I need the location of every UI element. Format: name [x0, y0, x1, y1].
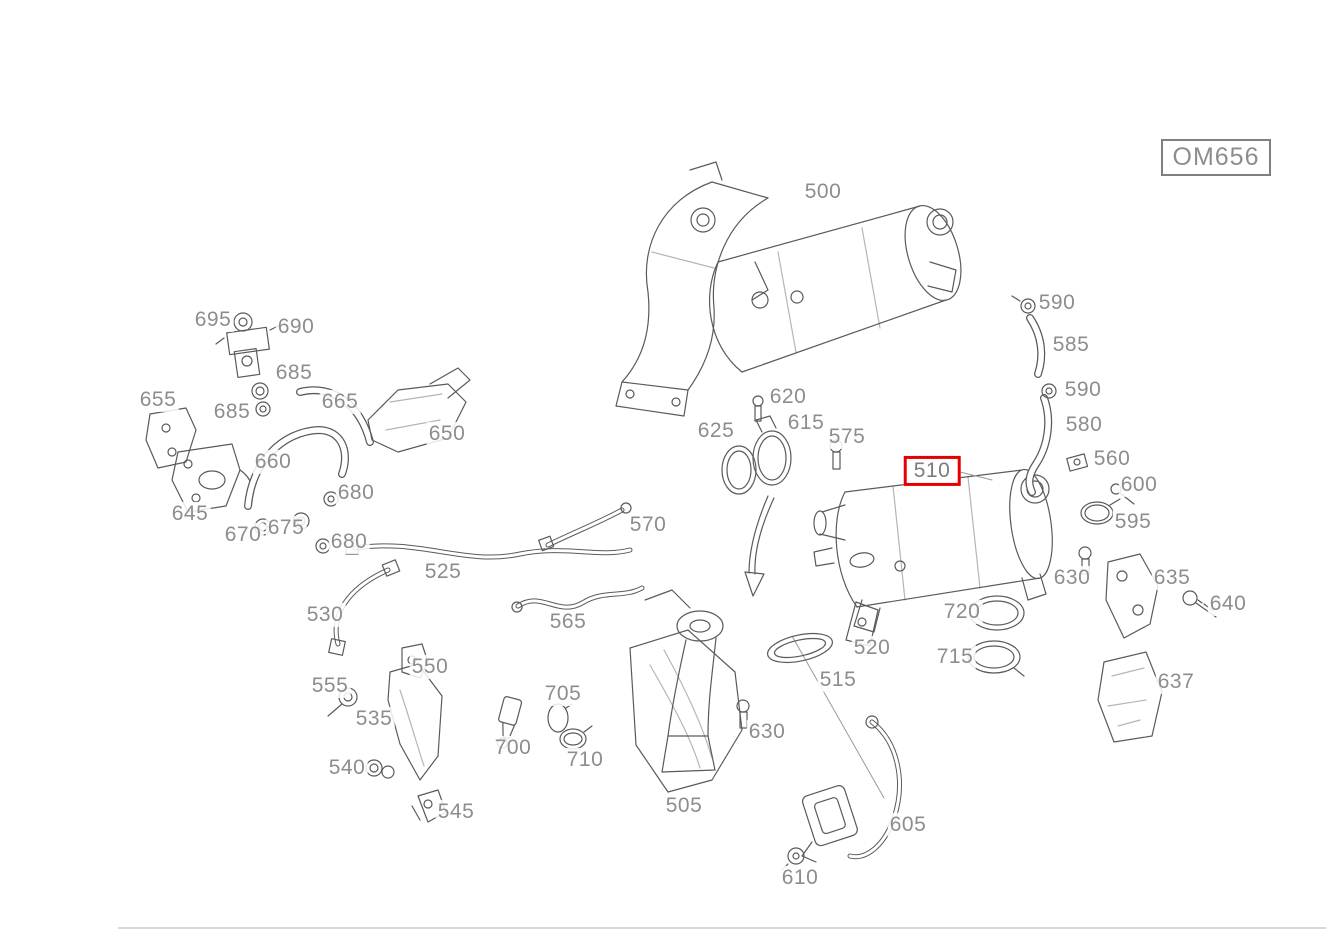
part-drawing-637: [1097, 651, 1163, 743]
part-label-520[interactable]: 520: [851, 635, 893, 661]
part-label-540[interactable]: 540: [326, 755, 368, 781]
part-drawing-560: [1066, 453, 1089, 472]
part-label-680-b[interactable]: 680: [328, 529, 370, 555]
part-label-645[interactable]: 645: [169, 501, 211, 527]
part-label-680-a[interactable]: 680: [335, 480, 377, 506]
part-drawing-685: [251, 382, 271, 417]
part-drawing-650: [367, 367, 471, 453]
part-drawing-660: [244, 426, 349, 510]
part-label-700[interactable]: 700: [492, 735, 534, 761]
part-label-685-a[interactable]: 685: [273, 360, 315, 386]
part-drawing-500: [615, 161, 962, 417]
part-label-585[interactable]: 585: [1050, 332, 1092, 358]
part-label-515[interactable]: 515: [817, 667, 859, 693]
part-drawing-595: [1080, 498, 1121, 525]
engine-code-text: OM656: [1172, 143, 1260, 171]
part-label-590-a[interactable]: 590: [1036, 290, 1078, 316]
part-drawing-515: [767, 632, 833, 664]
part-drawing-640: [1182, 590, 1217, 618]
part-label-530[interactable]: 530: [304, 602, 346, 628]
part-label-560[interactable]: 560: [1091, 446, 1133, 472]
part-drawing-610: [781, 847, 805, 871]
part-label-535[interactable]: 535: [353, 706, 395, 732]
part-label-590-b[interactable]: 590: [1062, 377, 1104, 403]
part-drawing-620: [752, 395, 764, 422]
part-label-670[interactable]: 670: [222, 522, 264, 548]
part-drawing-530: [328, 559, 401, 656]
part-label-690[interactable]: 690: [275, 314, 317, 340]
part-drawing-510: [813, 468, 1053, 633]
engine-code-box: OM656: [1161, 139, 1271, 176]
part-label-637[interactable]: 637: [1155, 669, 1197, 695]
part-label-565[interactable]: 565: [547, 609, 589, 635]
part-drawing-655: [145, 407, 197, 469]
part-label-675[interactable]: 675: [265, 515, 307, 541]
part-label-575[interactable]: 575: [826, 424, 868, 450]
part-label-615[interactable]: 615: [785, 410, 827, 436]
part-drawing-615-625: [721, 415, 792, 495]
part-label-720[interactable]: 720: [941, 599, 983, 625]
part-label-685-b[interactable]: 685: [211, 399, 253, 425]
part-drawing-590: [1011, 295, 1057, 399]
part-label-665[interactable]: 665: [319, 389, 361, 415]
part-label-620[interactable]: 620: [767, 384, 809, 410]
part-label-545[interactable]: 545: [435, 799, 477, 825]
part-label-655[interactable]: 655: [137, 387, 179, 413]
part-label-650[interactable]: 650: [426, 421, 468, 447]
flow-arrow: [744, 495, 775, 597]
part-label-595[interactable]: 595: [1112, 509, 1154, 535]
part-label-640[interactable]: 640: [1207, 591, 1249, 617]
part-drawing-565: [511, 585, 645, 613]
part-label-630-a[interactable]: 630: [1051, 565, 1093, 591]
part-drawing-635: [1105, 553, 1159, 639]
part-drawing-570: [538, 502, 632, 552]
part-label-625[interactable]: 625: [695, 418, 737, 444]
part-label-555[interactable]: 555: [309, 673, 351, 699]
part-label-500[interactable]: 500: [802, 179, 844, 205]
part-label-695[interactable]: 695: [192, 307, 234, 333]
part-label-525[interactable]: 525: [422, 559, 464, 585]
part-label-505[interactable]: 505: [663, 793, 705, 819]
part-label-660[interactable]: 660: [252, 449, 294, 475]
part-label-580[interactable]: 580: [1063, 412, 1105, 438]
part-label-705[interactable]: 705: [542, 681, 584, 707]
part-label-550[interactable]: 550: [409, 654, 451, 680]
bottom-divider: [118, 927, 1326, 929]
part-drawing-585-580: [1025, 314, 1053, 496]
part-drawing-505: [629, 589, 743, 793]
part-label-635[interactable]: 635: [1151, 565, 1193, 591]
part-label-570[interactable]: 570: [627, 512, 669, 538]
part-label-710[interactable]: 710: [564, 747, 606, 773]
part-label-610[interactable]: 610: [779, 865, 821, 891]
part-label-715[interactable]: 715: [934, 644, 976, 670]
part-label-600[interactable]: 600: [1118, 472, 1160, 498]
part-label-510[interactable]: 510: [903, 455, 961, 487]
part-label-605[interactable]: 605: [887, 812, 929, 838]
part-label-630-b[interactable]: 630: [746, 719, 788, 745]
